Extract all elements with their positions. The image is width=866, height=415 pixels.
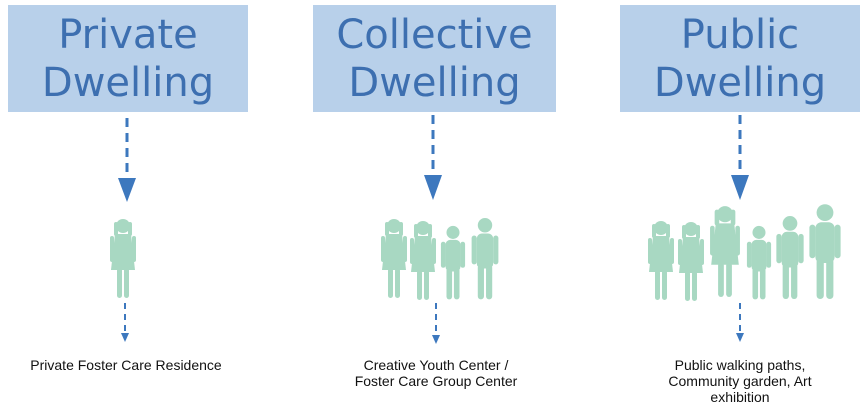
private-dwelling-box: Private Dwelling: [8, 5, 248, 112]
collective-dwelling-title-line2: Dwelling: [348, 59, 521, 106]
collective-arrow-top: [424, 115, 442, 200]
collective-arrow-bottom: [432, 303, 440, 344]
collective-dwelling-title-line1: Collective: [336, 11, 533, 58]
man-silhouette: [809, 204, 841, 299]
boy-silhouette: [776, 216, 804, 299]
girl-silhouette: [678, 222, 704, 301]
private-silhouette-group: [110, 219, 136, 298]
private-dwelling-title-line1: Private: [58, 11, 198, 58]
boy-silhouette: [471, 218, 499, 300]
public-arrow-bottom: [736, 303, 744, 342]
girl-silhouette: [381, 219, 407, 298]
private-arrow-top: [118, 118, 136, 202]
child-silhouette: [440, 225, 466, 300]
public-dwelling-title-line1: Public: [680, 11, 800, 58]
public-dwelling-title-line2: Dwelling: [653, 59, 827, 106]
private-dwelling-title-line2: Dwelling: [41, 59, 215, 106]
private-arrow-bottom: [121, 303, 129, 342]
woman-silhouette: [710, 206, 740, 297]
public-description-line1: Public walking paths,: [674, 357, 806, 373]
girl-silhouette: [648, 221, 674, 300]
public-arrow-top: [731, 115, 749, 200]
public-silhouette-group: [648, 204, 841, 301]
public-description: Public walking paths, Community garden, …: [630, 357, 850, 405]
collective-description: Creative Youth Center / Foster Care Grou…: [316, 357, 556, 389]
collective-description-line1: Creative Youth Center /: [363, 357, 509, 373]
public-dwelling-box: Public Dwelling: [620, 5, 860, 112]
public-description-line3: exhibition: [710, 389, 770, 405]
private-description: Private Foster Care Residence: [0, 357, 252, 373]
girl-silhouette: [110, 219, 136, 298]
private-description-text: Private Foster Care Residence: [30, 357, 222, 373]
girl-silhouette: [410, 221, 436, 300]
collective-description-line2: Foster Care Group Center: [354, 373, 518, 389]
collective-dwelling-box: Collective Dwelling: [313, 5, 556, 112]
collective-silhouette-group: [381, 218, 499, 300]
child-silhouette: [746, 225, 772, 300]
public-description-line2: Community garden, Art: [668, 373, 812, 389]
